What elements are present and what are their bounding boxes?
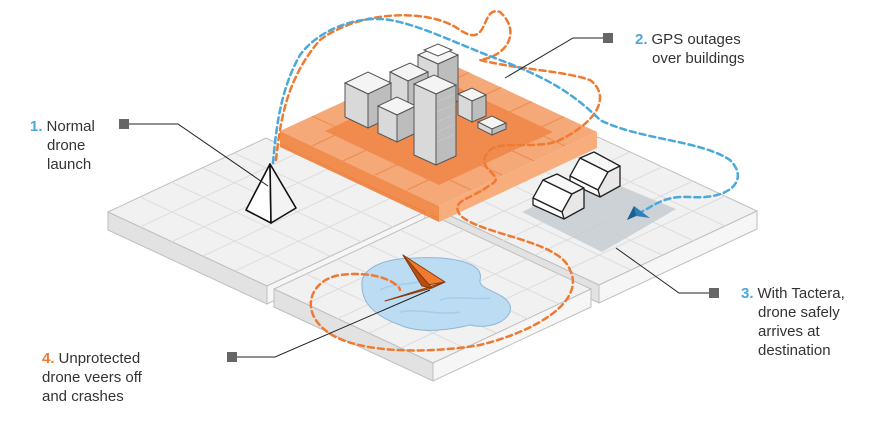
callout-4-line-3: and crashes — [42, 388, 124, 405]
pyramid-launch-icon — [245, 163, 297, 224]
callout-3-line-4: destination — [758, 342, 831, 359]
callout-1-line-2: drone — [47, 137, 86, 154]
tile-top — [280, 43, 597, 222]
callout-marker-4 — [227, 352, 237, 362]
callout-markers — [119, 33, 719, 362]
building-icon — [412, 74, 458, 166]
lake — [361, 257, 511, 331]
callout-1-number: 1. — [30, 118, 43, 135]
callout-1-line-1: Normal — [46, 118, 95, 135]
callout-1-line-3: launch — [47, 156, 92, 173]
drone-crash-icon — [384, 254, 446, 302]
callout-3-line-3: arrives at — [758, 323, 820, 340]
callout-2: 2.GPS outages over buildings — [635, 30, 745, 68]
callout-4-line-2: drone veers off — [42, 369, 142, 386]
callout-marker-2 — [603, 33, 613, 43]
callout-2-line-1: GPS outages — [651, 31, 741, 48]
building-icon — [456, 87, 488, 123]
callout-3: 3.With Tactera, drone safely arrives at … — [741, 284, 845, 360]
callout-3-line-1: With Tactera, — [757, 285, 845, 302]
callout-4-line-1: Unprotected — [58, 350, 141, 367]
callout-2-line-2: over buildings — [652, 50, 745, 67]
callout-marker-1 — [119, 119, 129, 129]
callout-3-line-2: drone safely — [758, 304, 840, 321]
house-icon — [569, 151, 621, 198]
building-icon — [476, 115, 508, 136]
callout-marker-3 — [709, 288, 719, 298]
callout-4: 4.Unprotected drone veers off and crashe… — [42, 349, 142, 406]
callout-4-number: 4. — [42, 350, 55, 367]
drone-arrived-icon — [627, 206, 650, 220]
callout-1: 1.Normal drone launch — [30, 117, 95, 174]
tactera-path — [271, 17, 739, 216]
house-icon — [532, 173, 585, 220]
callout-3-number: 3. — [741, 285, 754, 302]
building-icon — [376, 96, 418, 143]
leader-lines — [124, 37, 714, 358]
unprotected-path — [274, 10, 602, 352]
callout-2-number: 2. — [635, 31, 648, 48]
